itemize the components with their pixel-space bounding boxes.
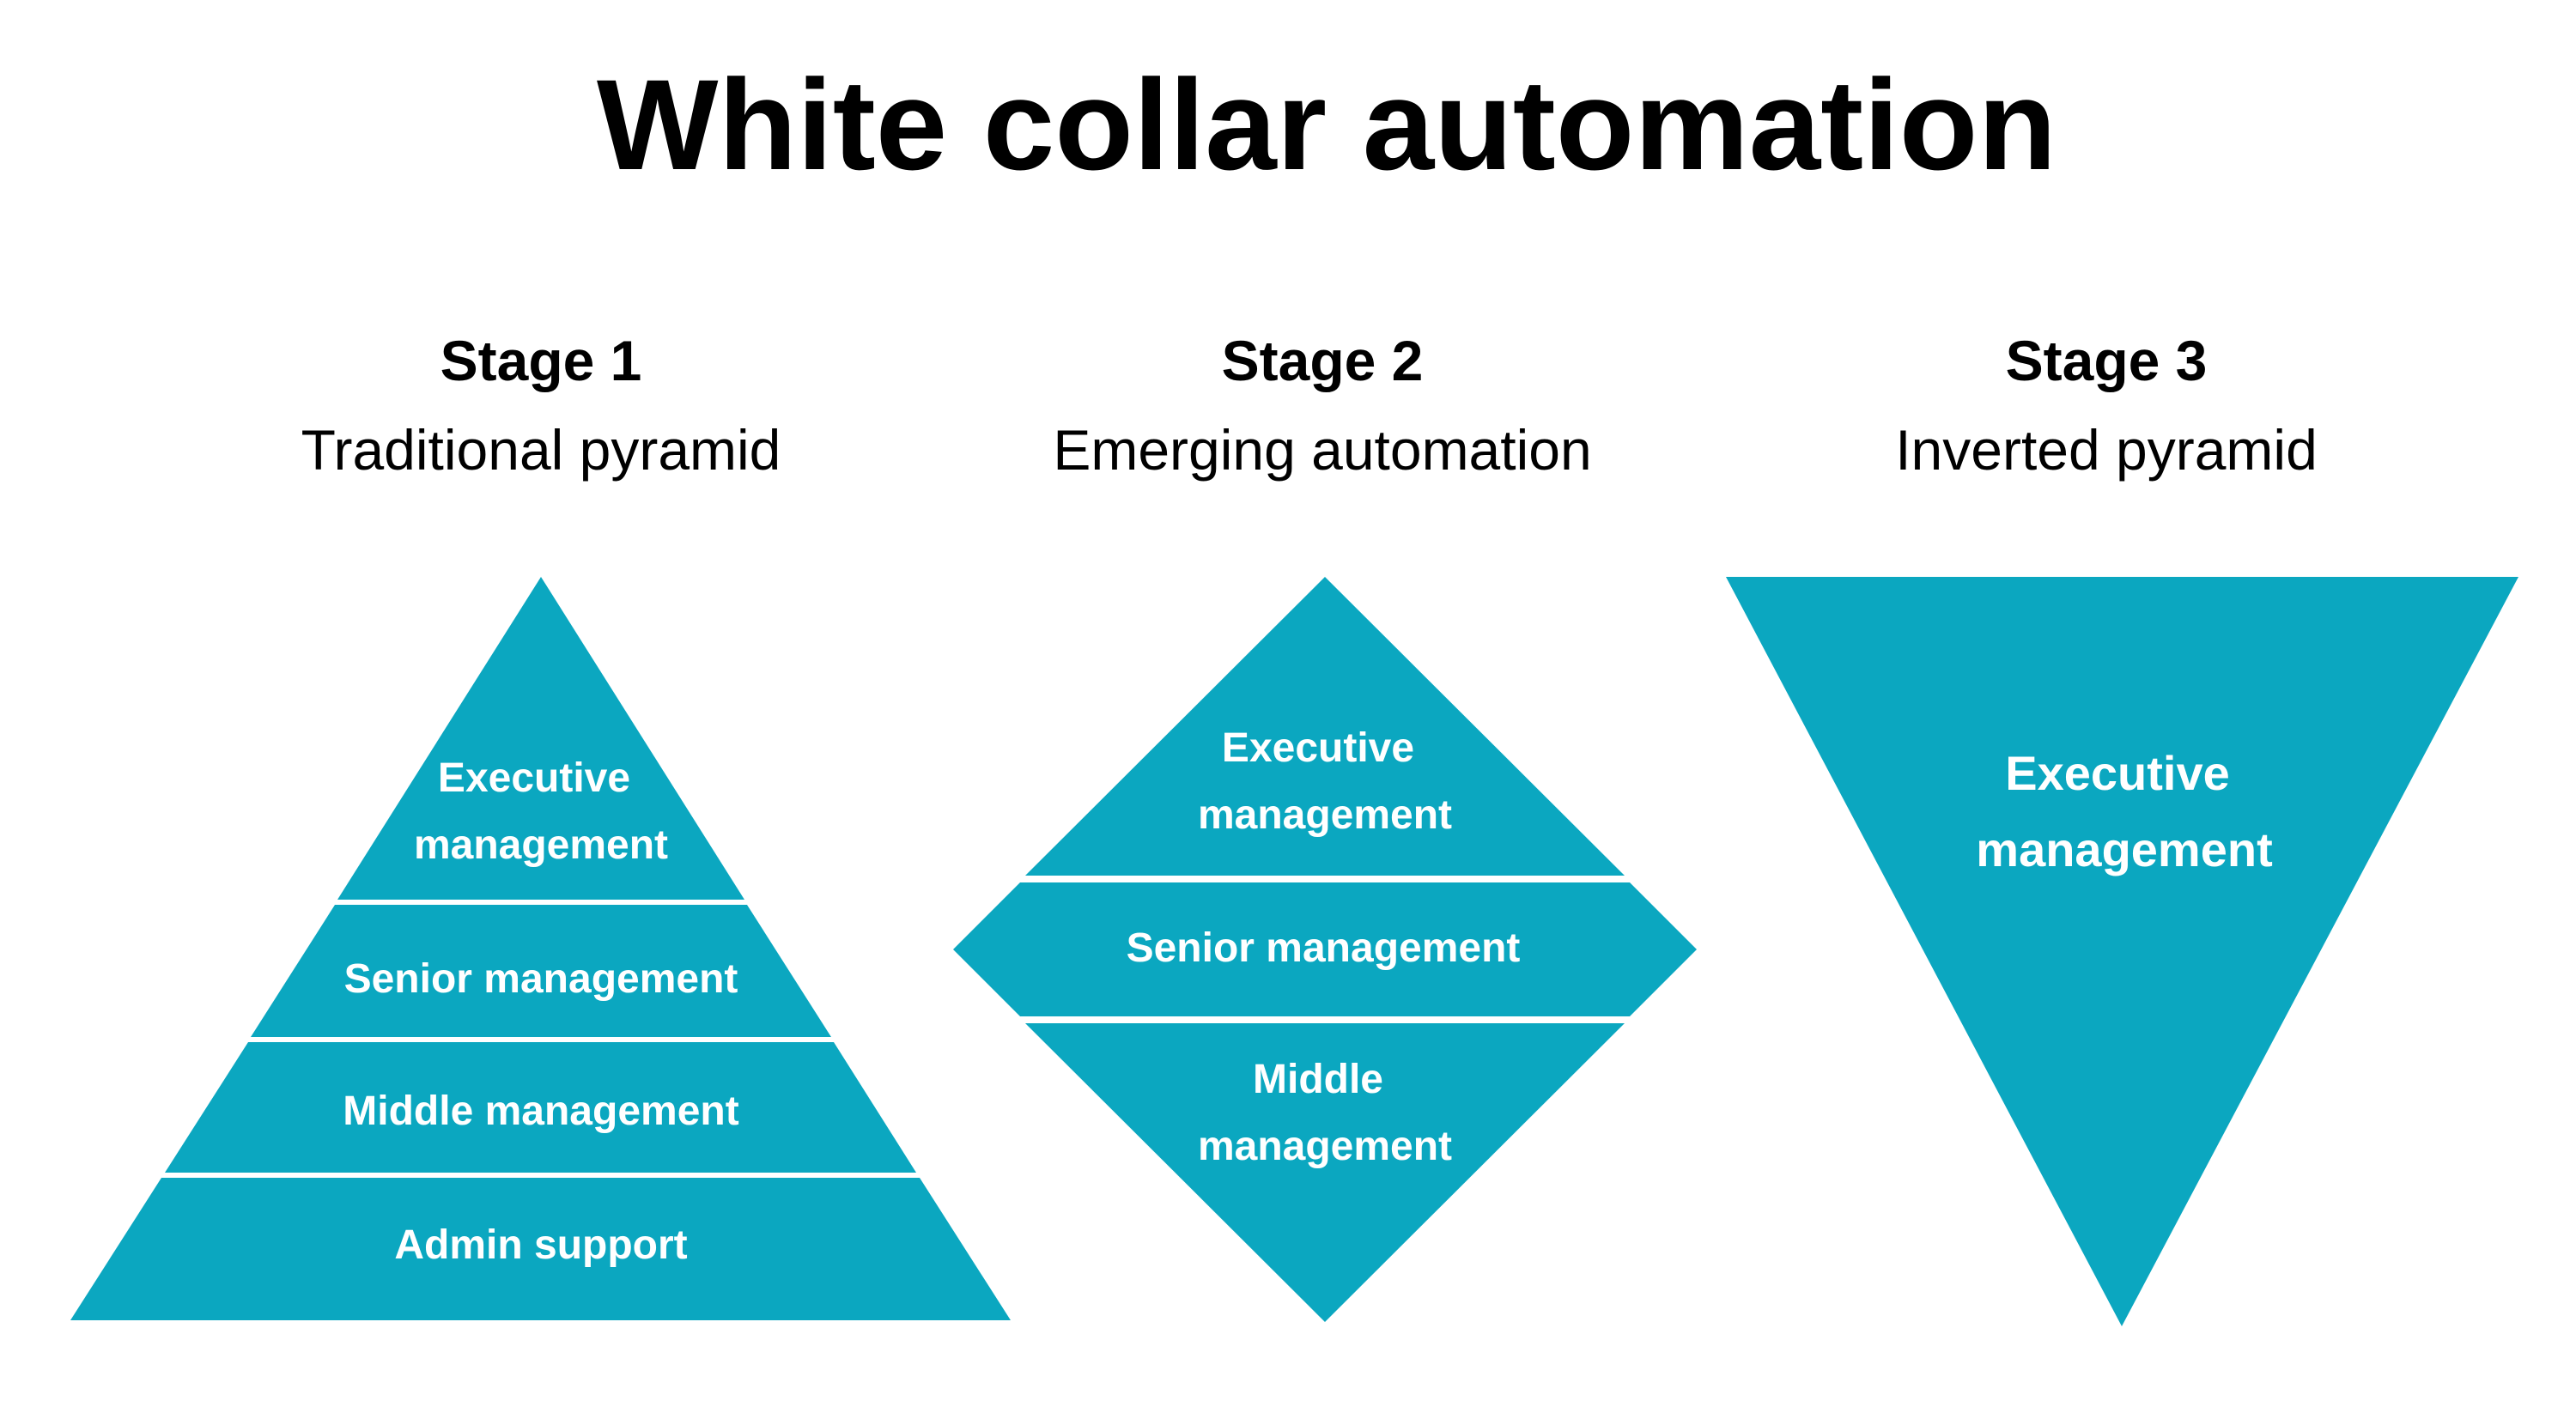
stage-1-subtitle: Traditional pyramid bbox=[301, 418, 781, 482]
pyramid-label-senior: Senior management bbox=[344, 956, 738, 1002]
pyramid-label-middle: Middle management bbox=[343, 1088, 738, 1134]
diamond-label-middle-line2: management bbox=[1198, 1124, 1452, 1169]
stage-1: Stage 1 Traditional pyramid Executive ma… bbox=[70, 329, 1011, 1320]
diamond-tier-senior bbox=[953, 882, 1697, 1016]
stage-2: Stage 2 Emerging automation Executive ma… bbox=[953, 329, 1697, 1322]
stage-2-subtitle: Emerging automation bbox=[1053, 418, 1591, 482]
diamond-label-executive-line2: management bbox=[1198, 792, 1452, 838]
diamond-label-senior: Senior management bbox=[1127, 925, 1521, 971]
pyramid-label-executive-line1: Executive bbox=[438, 755, 630, 801]
inverted-tier-executive bbox=[1726, 577, 2518, 1326]
diamond-shape bbox=[953, 577, 1697, 1322]
inverted-pyramid-shape bbox=[1726, 577, 2518, 1326]
pyramid-tier-admin bbox=[70, 1178, 1011, 1320]
inverted-label-executive-line2: management bbox=[1976, 822, 2272, 876]
pyramid-tier-middle bbox=[165, 1042, 916, 1173]
pyramid-label-admin: Admin support bbox=[394, 1222, 687, 1268]
pyramid-label-executive-line2: management bbox=[414, 822, 668, 868]
pyramid-tier-executive bbox=[337, 577, 744, 900]
stage-3-subtitle: Inverted pyramid bbox=[1895, 418, 2318, 482]
diamond-tier-middle bbox=[1025, 1023, 1625, 1322]
diamond-tier-executive bbox=[1025, 577, 1625, 876]
stage-3: Stage 3 Inverted pyramid Executive manag… bbox=[1726, 329, 2518, 1326]
diamond-label-middle-line1: Middle bbox=[1253, 1057, 1383, 1102]
stage-1-name: Stage 1 bbox=[440, 329, 642, 392]
inverted-label-executive-line1: Executive bbox=[2005, 746, 2230, 800]
traditional-pyramid-shape bbox=[70, 577, 1011, 1320]
diagram-title: White collar automation bbox=[597, 52, 2057, 197]
diamond-label-executive-line1: Executive bbox=[1222, 725, 1414, 771]
stage-3-name: Stage 3 bbox=[2006, 329, 2208, 392]
stage-2-name: Stage 2 bbox=[1222, 329, 1424, 392]
pyramid-tier-senior bbox=[251, 905, 831, 1037]
